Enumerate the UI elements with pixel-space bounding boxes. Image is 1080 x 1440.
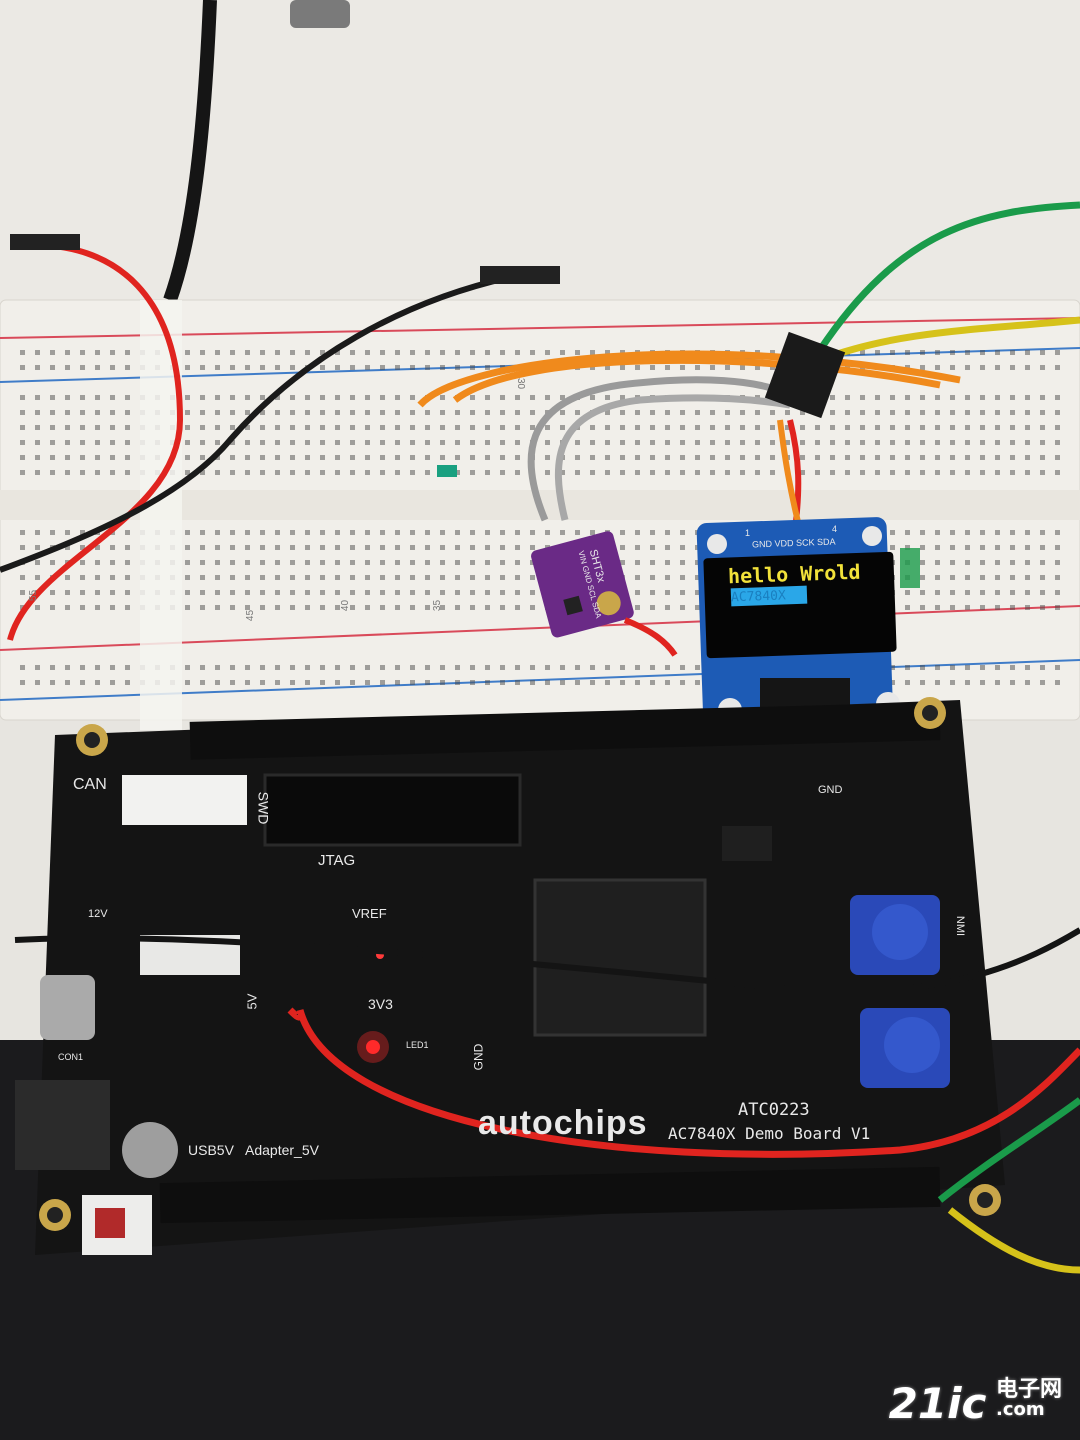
usb-c-port xyxy=(40,975,95,1040)
wire-red-bottom xyxy=(296,1009,1080,1158)
oled-pin4: 4 xyxy=(832,524,838,534)
watermark-logo: 21ic xyxy=(888,1379,987,1428)
mcu-chip xyxy=(533,878,707,1037)
v5-label: 5V xyxy=(244,993,260,1010)
oled-line2-highlight: AC7840X xyxy=(730,585,808,607)
wire-orange-1 xyxy=(417,350,961,408)
v33-label: 3V3 xyxy=(368,996,393,1012)
wire-gray-2 xyxy=(554,394,791,521)
bb-col-35: 35 xyxy=(432,599,444,612)
jtag-label: JTAG xyxy=(318,852,356,869)
capacitor xyxy=(122,1122,178,1178)
board-model-2: AC7840X Demo Board V1 xyxy=(668,1124,871,1143)
wire-green-top xyxy=(817,201,1080,352)
gnd-label: GND xyxy=(471,1043,486,1071)
led1-label: LED1 xyxy=(406,1040,429,1050)
bb-col-40: 40 xyxy=(340,599,352,612)
cable-top xyxy=(163,0,217,303)
board-model-1: ATC0223 xyxy=(738,1100,810,1120)
wire-orange-2 xyxy=(452,356,941,403)
swd-label: SWD xyxy=(255,791,272,825)
gnd-label-2: GND xyxy=(818,784,843,796)
bb-col-55: 55 xyxy=(28,589,40,602)
watermark-cn: 电子网 xyxy=(995,1377,1062,1402)
sht3x-sensor xyxy=(531,531,634,638)
wire-black-top xyxy=(0,272,521,573)
oled-pin1: 1 xyxy=(745,528,751,538)
vref-label: VREF xyxy=(352,906,387,921)
watermark-domain: .com xyxy=(995,1399,1045,1420)
bb-col-45: 45 xyxy=(245,609,257,622)
dupont-connector xyxy=(764,331,846,419)
con1-label: CON1 xyxy=(58,1052,84,1062)
main-board xyxy=(15,697,1005,1255)
bb-col-30: 30 xyxy=(515,377,527,390)
wire-red-left xyxy=(7,241,184,641)
v12-label: 12V xyxy=(88,908,108,920)
nmi-label: NMI xyxy=(954,915,967,937)
adapter-label: Adapter_5V xyxy=(245,1142,319,1158)
brand-logo: autochips xyxy=(478,1104,648,1142)
oled-line1: hello Wrold xyxy=(727,559,861,589)
wire-yellow-top xyxy=(818,316,1080,364)
usb5v-label: USB5V xyxy=(188,1142,234,1158)
wire-gray-1 xyxy=(527,376,792,522)
usb-plug xyxy=(290,0,350,28)
can-label: CAN xyxy=(73,776,107,793)
oled-module xyxy=(696,517,920,733)
watermark: 21ic 电子网 .com xyxy=(888,1377,1062,1429)
